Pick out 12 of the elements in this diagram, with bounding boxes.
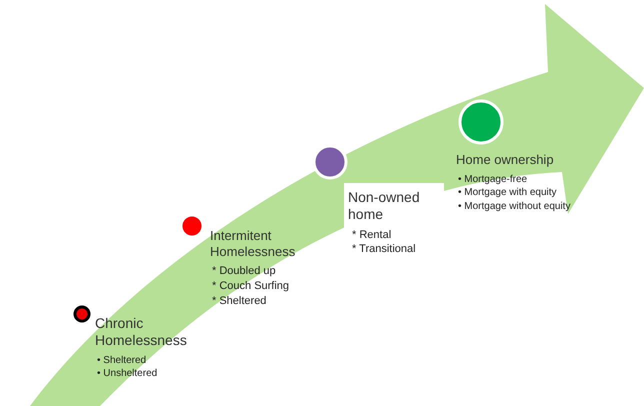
bullet-item: * Couch Surfing xyxy=(211,279,290,294)
stage-title: Intermitent Homelessness xyxy=(210,228,296,260)
stage-title: Non-owned home xyxy=(348,189,421,223)
stage-title: Home ownership xyxy=(456,152,555,168)
bullet-item: • Mortgage with equity xyxy=(457,186,558,200)
bullet-item: * Sheltered xyxy=(211,294,268,309)
bullet-item: * Doubled up xyxy=(211,264,277,280)
bullet-item: * Rental xyxy=(351,228,392,242)
bullet-item: • Sheltered xyxy=(96,354,148,368)
bullet-item: • Mortgage-free xyxy=(457,172,528,186)
bullet-item: * Transitional xyxy=(351,242,417,258)
bullet-item: • Mortgage without equity xyxy=(457,200,572,214)
